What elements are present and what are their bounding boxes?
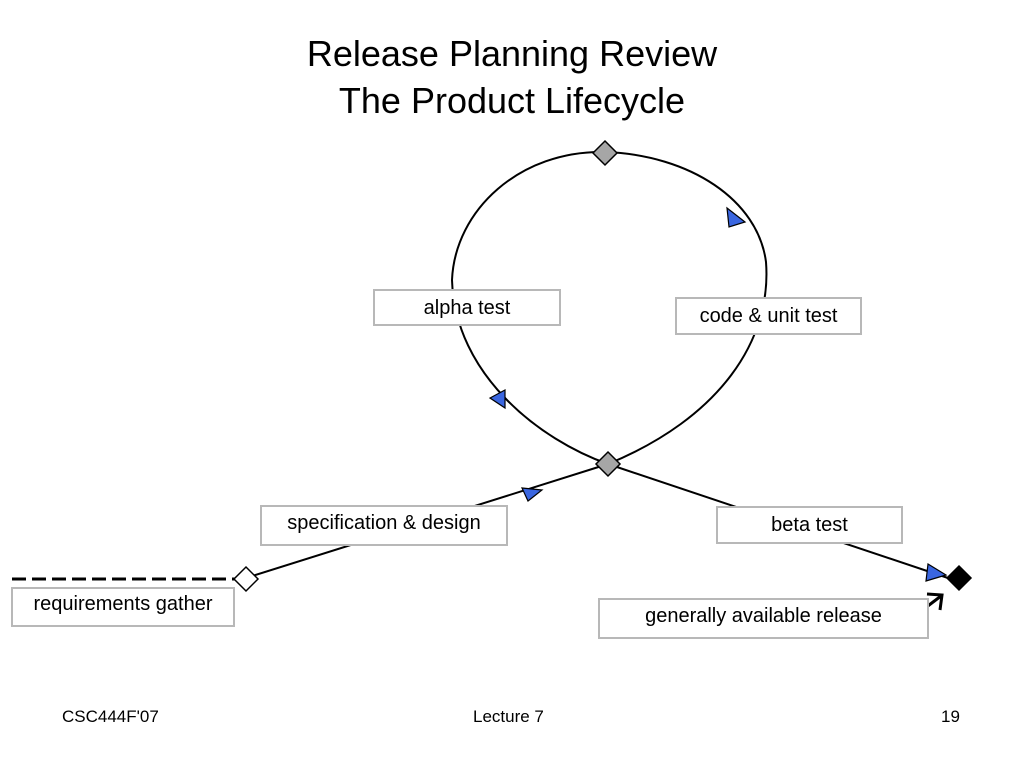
footer-page-number: 19	[941, 707, 960, 726]
code-unit-test-label: code & unit test	[675, 297, 862, 335]
flow-arrow-code	[726, 206, 747, 228]
flow-arrow-spec	[521, 487, 544, 502]
requirements-gather-label: requirements gather	[11, 587, 235, 627]
footer-course: CSC444F'07	[62, 707, 159, 726]
release-pointer-arrow-head	[926, 592, 944, 611]
generally-available-release-label: generally available release	[598, 598, 929, 639]
alpha-test-label: alpha test	[373, 289, 561, 326]
release-milestone-diamond	[945, 564, 973, 592]
footer-lecture: Lecture 7	[473, 707, 544, 726]
slide-title-line-2: The Product Lifecycle	[338, 80, 686, 121]
flow-arrow-alpha	[488, 389, 506, 410]
start-milestone-diamond	[232, 565, 260, 593]
beta-test-label: beta test	[716, 506, 903, 544]
slide-title-line-1: Release Planning Review	[306, 33, 718, 74]
crossover-milestone-diamond	[594, 450, 622, 478]
flow-arrow-beta	[925, 562, 948, 582]
top-milestone-diamond	[591, 139, 619, 167]
specification-design-label: specification & design	[260, 505, 508, 546]
